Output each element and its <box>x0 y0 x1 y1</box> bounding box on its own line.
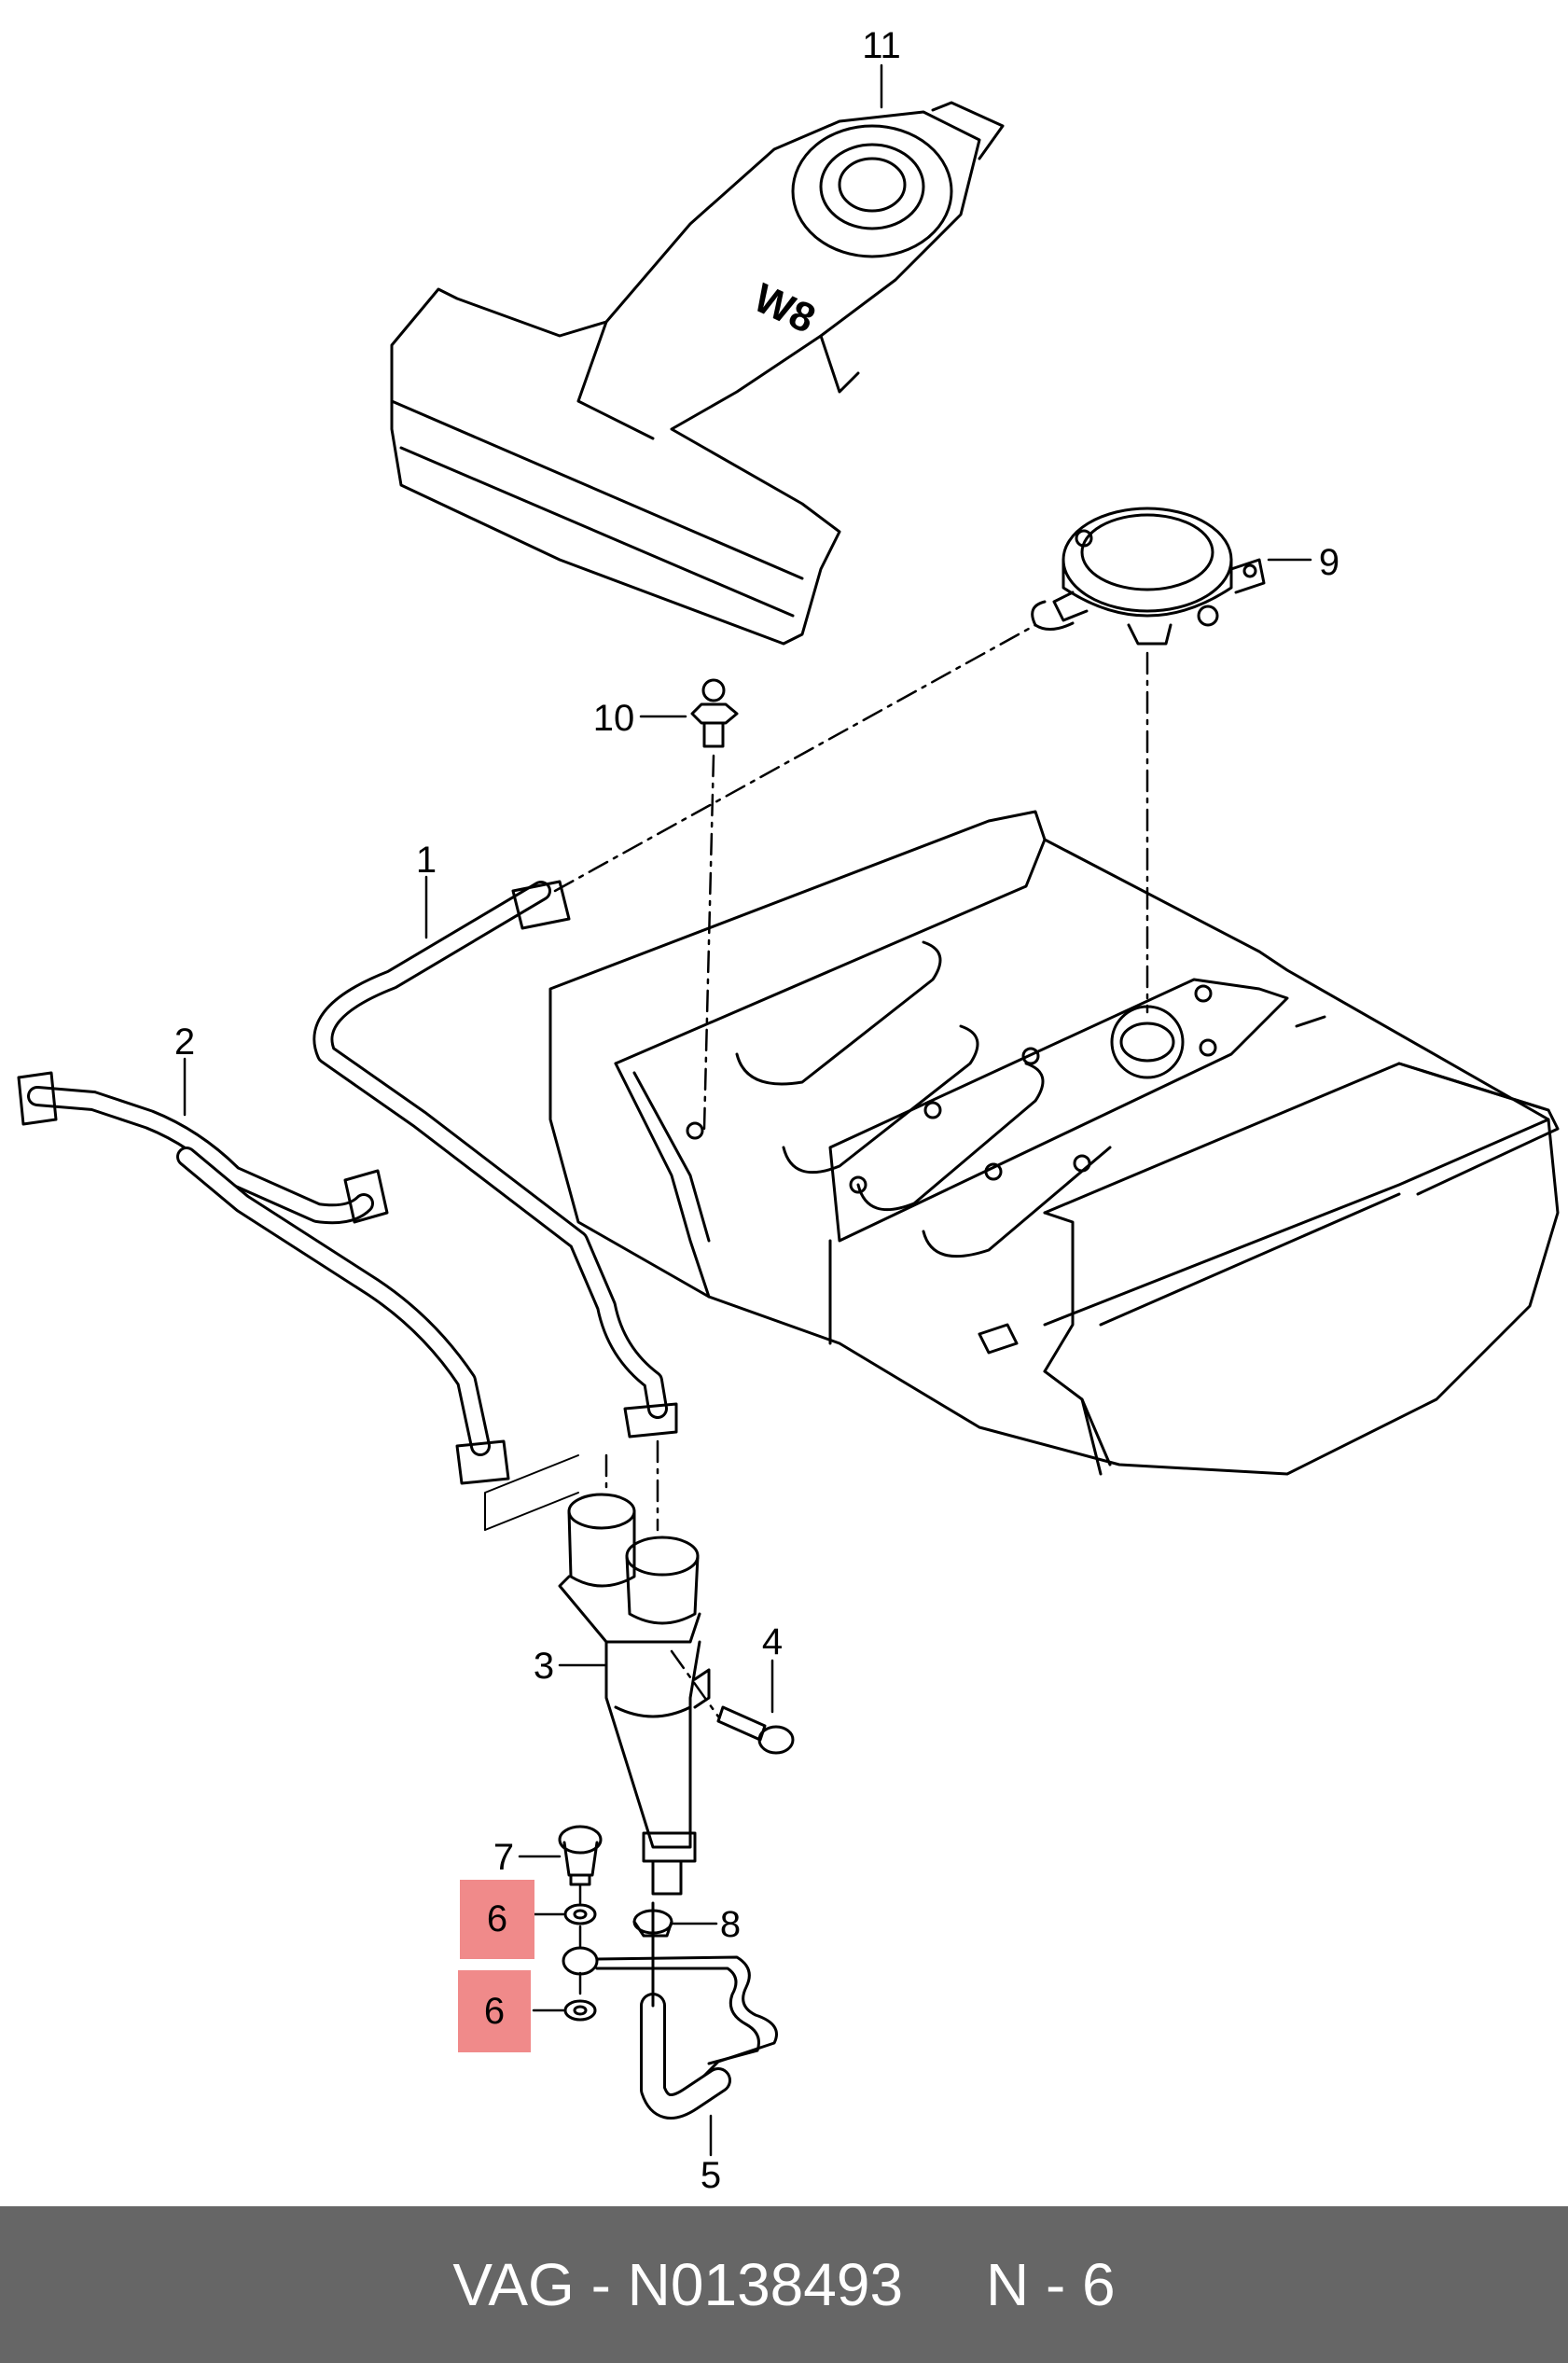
callout-10: 10 <box>593 698 635 739</box>
engine-cover-badge: W8 <box>747 275 823 342</box>
highlight-part-6-lower: 6 <box>458 1970 531 2052</box>
leader-lines <box>183 63 1312 2157</box>
bracket-line-2 <box>484 1492 579 1531</box>
part-number-caption: VAG - N0138493 N - 6 <box>452 2251 1116 2318</box>
banjo-bolt-part-7 <box>558 1825 603 1886</box>
breather-valve-part-9 <box>1031 507 1266 646</box>
hose-part-1 <box>312 880 678 1439</box>
engine-cover-part-11: W8 <box>390 101 1005 646</box>
footer-bar: VAG - N0138493 N - 6 <box>0 2206 1568 2363</box>
callout-6-lower: 6 <box>483 1990 506 2032</box>
pipe-part-5 <box>562 1901 778 2120</box>
callout-3: 3 <box>534 1646 554 1687</box>
bolt-part-4 <box>716 1705 795 1755</box>
parts-diagram: W8 <box>17 25 1560 2196</box>
assembly-lines <box>553 623 1149 2008</box>
callout-8: 8 <box>720 1904 741 1945</box>
highlight-part-6-upper: 6 <box>460 1880 534 1959</box>
stud-part-10 <box>690 678 739 748</box>
callout-1: 1 <box>416 840 437 881</box>
callout-7: 7 <box>493 1837 514 1878</box>
callout-6-upper: 6 <box>486 1898 508 1939</box>
callout-5: 5 <box>701 2155 721 2196</box>
intake-manifold <box>548 810 1560 1476</box>
washer-part-6 <box>563 1903 597 2022</box>
separator-part-3 <box>558 1493 711 1896</box>
callout-11: 11 <box>862 25 901 66</box>
callout-4: 4 <box>762 1621 783 1662</box>
callout-2: 2 <box>174 1022 195 1063</box>
bracket-line <box>484 1454 579 1531</box>
callout-9: 9 <box>1319 542 1339 583</box>
hose-part-2 <box>17 1071 510 1485</box>
